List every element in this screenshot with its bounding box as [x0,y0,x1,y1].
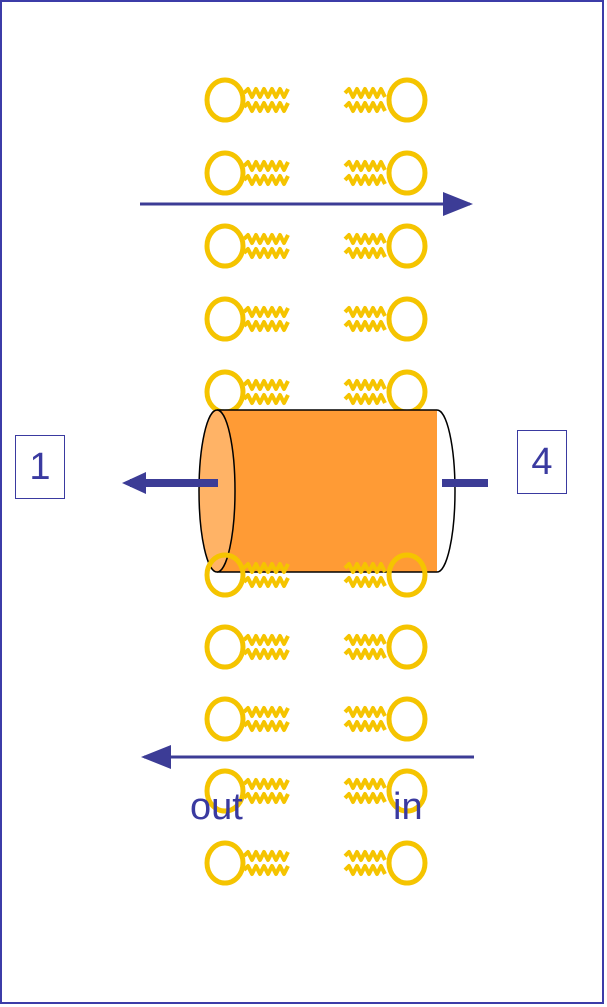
upper-lipid-layer [204,77,428,415]
phospholipid [204,552,428,598]
lower-lipid-layer [204,552,428,886]
channel-opening [198,409,236,573]
right-number-box: 4 [517,430,567,494]
phospholipid [204,624,428,670]
channel-body [217,410,437,572]
channel-protein [198,409,456,573]
phospholipid [204,369,428,415]
label-in: in [393,786,423,828]
left-number-box: 1 [15,435,65,499]
label-out: out [190,786,243,828]
phospholipid [204,150,428,196]
phospholipid [204,77,428,123]
arrow-out-channel-head [122,472,146,494]
phospholipid [204,223,428,269]
phospholipid [204,296,428,342]
phospholipid [204,768,428,814]
phospholipid [204,696,428,742]
phospholipid [204,840,428,886]
